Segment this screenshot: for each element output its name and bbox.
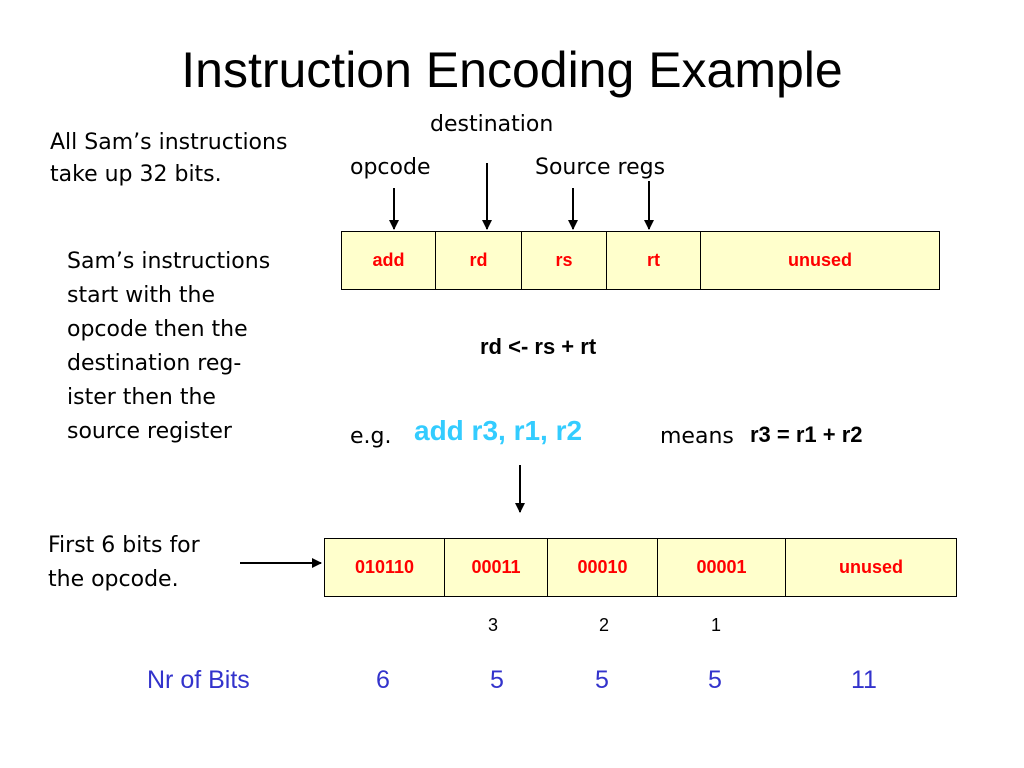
register-number: 2	[599, 615, 610, 635]
note-field-order: Sam’s instructions start with the opcode…	[67, 245, 270, 449]
note-line: All Sam’s instructions	[50, 130, 288, 155]
note-line: the opcode.	[48, 567, 179, 592]
format-field-rt: rt	[606, 231, 701, 290]
example-means-label: means	[660, 424, 734, 449]
encoded-field-rd: 00011	[444, 538, 548, 597]
bits-count: 6	[376, 666, 390, 694]
example-instruction: add r3, r1, r2	[414, 415, 583, 446]
format-field-unused: unused	[700, 231, 940, 290]
note-line: opcode then the	[67, 317, 248, 342]
note-line: destination reg-	[67, 351, 242, 376]
note-32-bits: All Sam’s instructions take up 32 bits.	[50, 127, 287, 191]
destination-label: destination	[430, 112, 554, 137]
bits-count: 5	[595, 666, 609, 694]
example-expression: r3 = r1 + r2	[750, 422, 863, 447]
note-line: ister then the	[67, 385, 216, 410]
note-line: start with the	[67, 283, 216, 308]
note-first-6-bits: First 6 bits for the opcode.	[48, 529, 200, 597]
opcode-label: opcode	[350, 155, 431, 180]
slide-title: Instruction Encoding Example	[181, 42, 843, 98]
note-line: source register	[67, 419, 232, 444]
encoded-field-rt: 00001	[657, 538, 786, 597]
register-number: 1	[711, 615, 722, 635]
note-line: First 6 bits for	[48, 533, 200, 558]
bits-count: 11	[851, 666, 877, 694]
example-eg-label: e.g.	[350, 424, 392, 449]
encoded-field-rs: 00010	[547, 538, 658, 597]
encoded-field-unused: unused	[785, 538, 957, 597]
bits-row-label: Nr of Bits	[147, 666, 250, 694]
source-regs-label: Source regs	[535, 155, 666, 180]
bits-count: 5	[490, 666, 504, 694]
note-line: take up 32 bits.	[50, 162, 222, 187]
bits-count: 5	[708, 666, 722, 694]
register-number: 3	[488, 615, 499, 635]
format-field-rs: rs	[521, 231, 607, 290]
format-field-rd: rd	[435, 231, 522, 290]
semantics-expression: rd <- rs + rt	[480, 334, 597, 359]
encoded-field-opcode: 010110	[324, 538, 445, 597]
format-field-opcode: add	[341, 231, 436, 290]
note-line: Sam’s instructions	[67, 249, 271, 274]
